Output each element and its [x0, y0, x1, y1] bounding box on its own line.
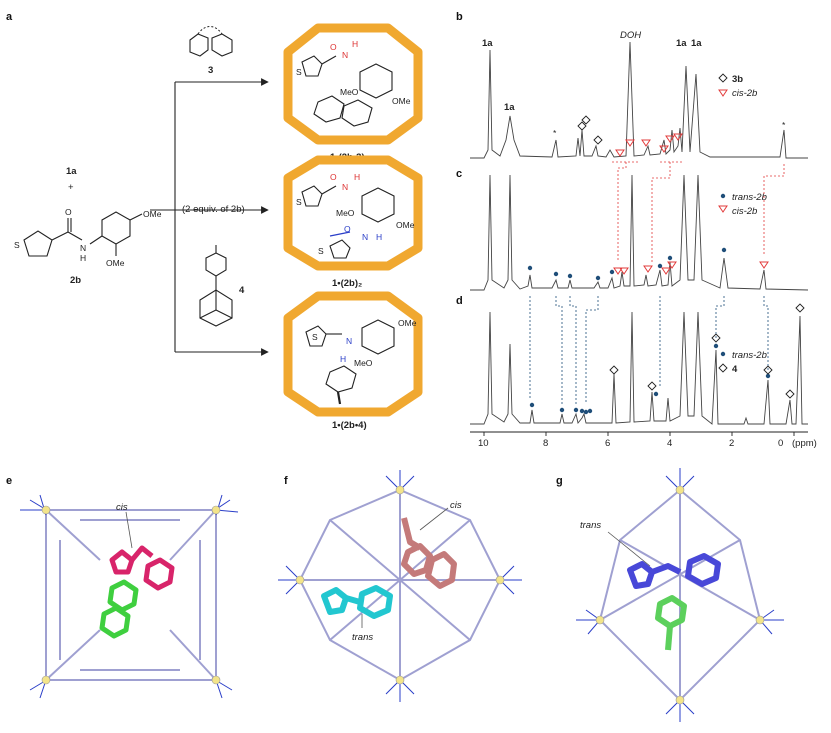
guest-4-structure [199, 245, 233, 327]
p2-o2: O [344, 224, 351, 234]
guest-3-label: 3 [208, 65, 213, 76]
tick-6: 6 [605, 438, 610, 449]
legend-d: trans-2b 4 [718, 350, 767, 375]
spectrum-d [470, 311, 808, 425]
thiophene-s: S [14, 240, 20, 250]
p2-meo: MeO [336, 208, 355, 218]
f-label-cis: cis [450, 500, 462, 511]
connectors-cd [529, 296, 769, 404]
nmr-axis-ticks: 10 8 6 4 2 0 (ppm) [478, 432, 817, 449]
product-3-cage: S N H OMe MeO [283, 291, 423, 417]
asterisk-marker-2: * [782, 120, 786, 130]
axis-unit: (ppm) [792, 438, 817, 449]
p3-n: N [346, 336, 352, 346]
panel-label-f: f [284, 475, 288, 487]
tick-2: 2 [729, 438, 734, 449]
p1-o: O [330, 42, 337, 52]
legend-b-cis-2b: cis-2b [732, 88, 757, 99]
reactant-1a-label: 1a [66, 166, 77, 177]
panel-g-structure: g trans [556, 468, 784, 722]
p1-ome: OMe [392, 96, 411, 106]
tick-10: 10 [478, 438, 489, 449]
peak-label-1a-2: 1a [504, 102, 515, 113]
peak-label-1a-1: 1a [482, 38, 493, 49]
p2-ome: OMe [396, 220, 415, 230]
p3-meo: MeO [354, 358, 373, 368]
guest-3-structure [189, 26, 233, 57]
panel-label-b: b [456, 11, 463, 23]
amide-n: N [80, 243, 86, 253]
panel-label-e: e [6, 475, 12, 487]
middle-condition: (2 equiv. of 2b) [182, 204, 245, 215]
tick-8: 8 [543, 438, 548, 449]
spectrum-c [470, 174, 809, 291]
legend-d-trans-2b: trans-2b [732, 350, 767, 361]
product-1-cage: S O N H OMe MeO [283, 23, 423, 145]
p2-thiophene-s2: S [318, 246, 324, 256]
markers-b [577, 115, 683, 157]
p3-h: H [340, 354, 346, 364]
asterisk-marker-1: * [553, 128, 557, 138]
ome-ortho: OMe [106, 258, 125, 268]
spectrum-b [470, 41, 808, 159]
legend-b: 3b cis-2b [718, 73, 757, 99]
reactant-2b-label: 2b [70, 275, 81, 286]
ome-para: OMe [143, 209, 162, 219]
product-3-label: 1•(2b•4) [332, 420, 367, 431]
peak-label-1a-4: 1a [691, 38, 702, 49]
legend-b-3b: 3b [732, 74, 743, 85]
amide-o: O [65, 207, 72, 217]
p2-thiophene-s: S [296, 197, 302, 207]
f-label-trans: trans [352, 632, 373, 643]
p2-n2: N [362, 232, 368, 242]
p1-h: H [352, 39, 358, 49]
plus-sign: + [68, 182, 74, 193]
panel-a-scheme: a 1a + S O N H OMe OMe 2b [6, 11, 423, 431]
tick-4: 4 [667, 438, 672, 449]
molecule-2b: S O N H OMe OMe [14, 207, 162, 268]
p2-h: H [354, 172, 360, 182]
panel-label-c: c [456, 168, 462, 180]
panel-label-a: a [6, 11, 13, 23]
panel-label-d: d [456, 295, 463, 307]
product-2-cage: S O N H OMe MeO O N H S [283, 155, 423, 271]
legend-d-4: 4 [732, 364, 738, 375]
connectors-bc [612, 161, 785, 262]
p2-o: O [330, 172, 337, 182]
p1-meo: MeO [340, 87, 359, 97]
markers-d [529, 303, 805, 415]
tick-0: 0 [778, 438, 783, 449]
peak-label-1a-3: 1a [676, 38, 687, 49]
legend-c: trans-2b cis-2b [718, 192, 767, 217]
peak-label-doh: DOH [620, 30, 641, 41]
panel-label-g: g [556, 475, 563, 487]
p2-n: N [342, 182, 348, 192]
legend-c-trans-2b: trans-2b [732, 192, 767, 203]
markers-c [527, 247, 769, 281]
p3-ome: OMe [398, 318, 417, 328]
g-label-trans: trans [580, 520, 601, 531]
amide-h: H [80, 253, 86, 263]
p2-h2: H [376, 232, 382, 242]
p1-n: N [342, 50, 348, 60]
panel-f-structure: f cis trans [278, 470, 522, 702]
guest-4-label: 4 [239, 285, 245, 296]
panel-e-structure: e cis [6, 475, 239, 699]
legend-c-cis-2b: cis-2b [732, 206, 757, 217]
p3-thiophene-s: S [312, 332, 318, 342]
product-2-label: 1•(2b)₂ [332, 278, 362, 289]
e-label-cis: cis [116, 502, 128, 513]
p1-thiophene-s: S [296, 67, 302, 77]
nmr-panels: b c d 1a 1a DOH 1a 1a * * 3b cis-2b [456, 11, 817, 449]
